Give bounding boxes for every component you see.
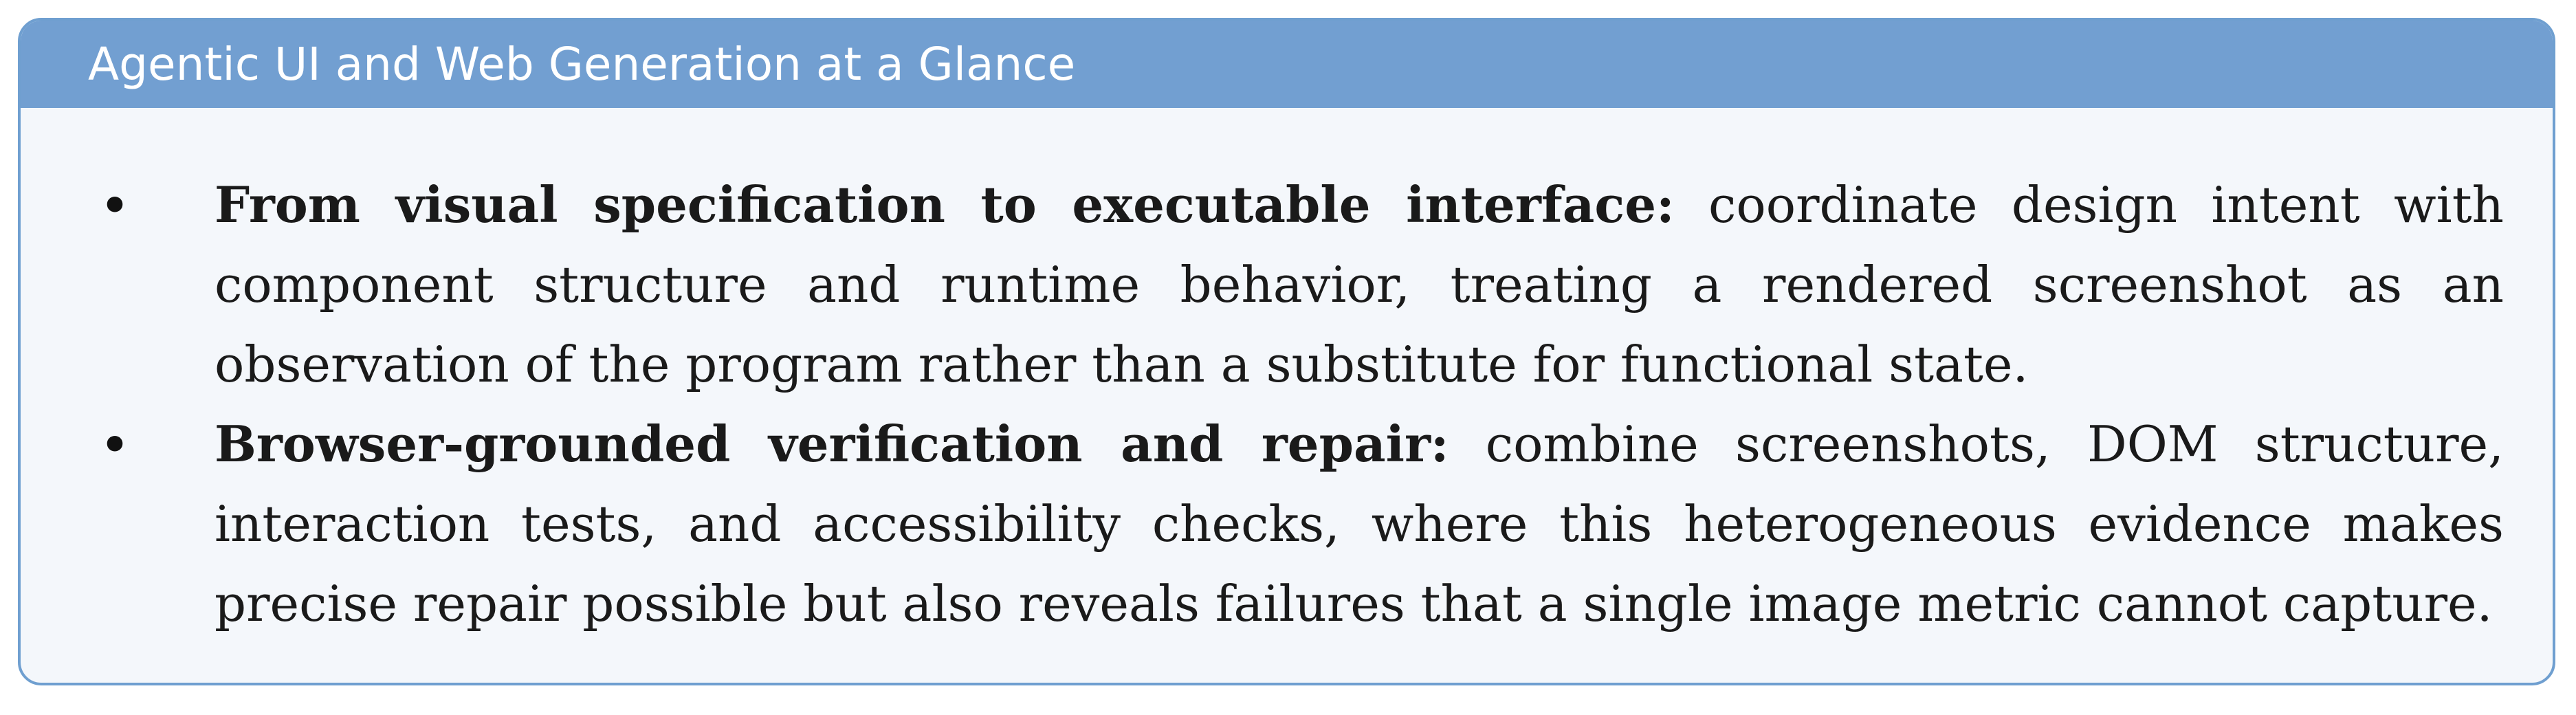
bullet-icon: • — [99, 415, 131, 476]
bullet-label: From visual specification to executable … — [214, 175, 1675, 234]
box-title: Agentic UI and Web Generation at a Glanc… — [88, 38, 1076, 91]
box-body: • From visual specification to executabl… — [21, 108, 2553, 683]
bullet-item-browser-verification: • Browser-grounded verification and repa… — [21, 404, 2553, 644]
bullet-list: • From visual specification to executabl… — [21, 165, 2553, 644]
bullet-text: Browser-grounded verification and repair… — [214, 404, 2504, 644]
bullet-body: combine screenshots, DOM structure, inte… — [214, 415, 2505, 632]
bullet-text: From visual specification to executable … — [214, 165, 2504, 404]
bullet-icon: • — [99, 175, 131, 237]
at-a-glance-box: Agentic UI and Web Generation at a Glanc… — [18, 18, 2555, 685]
box-header: Agentic UI and Web Generation at a Glanc… — [21, 21, 2553, 108]
bullet-label: Browser-grounded verification and repair… — [214, 415, 1449, 473]
bullet-body: coordinate design intent with component … — [214, 176, 2504, 393]
bullet-item-visual-to-executable: • From visual specification to executabl… — [21, 165, 2553, 404]
